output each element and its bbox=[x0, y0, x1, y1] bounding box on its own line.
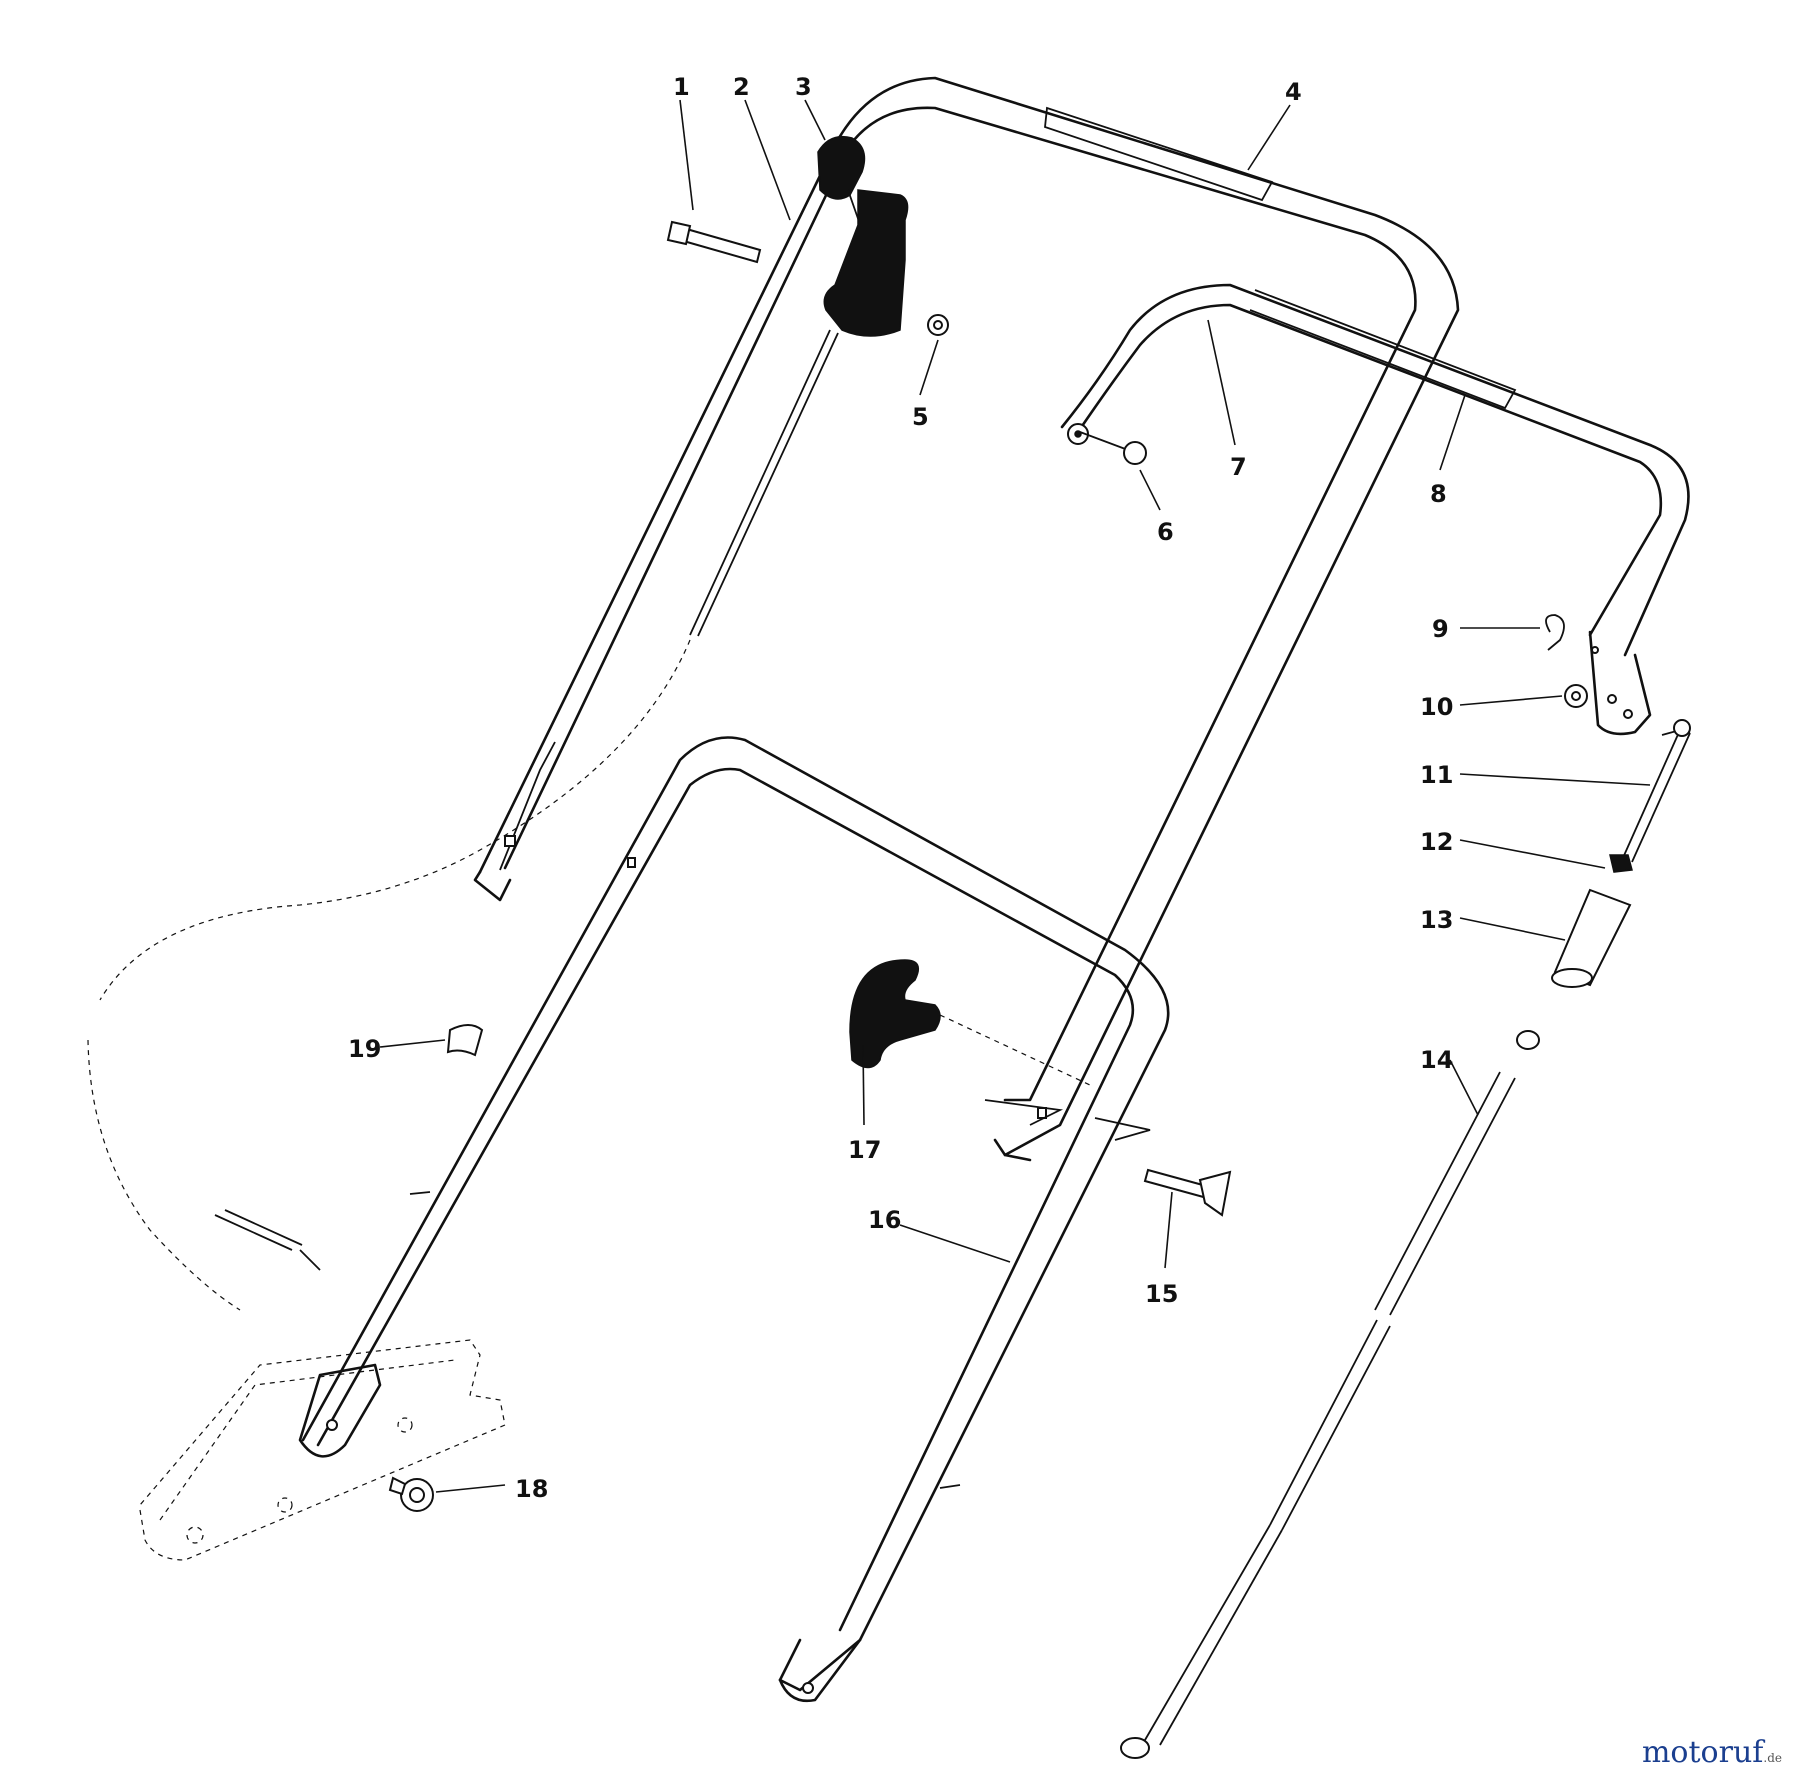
callout-17: 17 bbox=[848, 1136, 881, 1164]
deck-bracket bbox=[139, 1339, 506, 1561]
callout-9: 9 bbox=[1432, 615, 1449, 643]
callout-4: 4 bbox=[1285, 78, 1302, 106]
bail bbox=[1060, 283, 1690, 736]
callouts: 1 2 3 4 5 6 7 8 9 10 11 12 13 14 15 16 1… bbox=[348, 73, 1453, 1503]
control-lever bbox=[87, 135, 909, 1311]
callout-12: 12 bbox=[1420, 828, 1453, 856]
upper-handle bbox=[473, 76, 1460, 1162]
leader-lines bbox=[379, 99, 1651, 1493]
callout-18: 18 bbox=[515, 1475, 548, 1503]
callout-19: 19 bbox=[348, 1035, 381, 1063]
callout-8: 8 bbox=[1430, 480, 1447, 508]
callout-2: 2 bbox=[733, 73, 750, 101]
callout-6: 6 bbox=[1157, 518, 1174, 546]
callout-11: 11 bbox=[1420, 761, 1453, 789]
callout-10: 10 bbox=[1420, 693, 1453, 721]
lower-handle bbox=[298, 736, 1170, 1703]
callout-15: 15 bbox=[1145, 1280, 1178, 1308]
watermark-text: motoruf bbox=[1641, 1735, 1764, 1770]
callout-1: 1 bbox=[673, 73, 690, 101]
callout-3: 3 bbox=[795, 73, 812, 101]
hardware bbox=[388, 220, 1691, 1759]
callout-14: 14 bbox=[1420, 1046, 1453, 1074]
callout-13: 13 bbox=[1420, 906, 1453, 934]
callout-16: 16 bbox=[868, 1206, 901, 1234]
callout-5: 5 bbox=[912, 403, 929, 431]
watermark-suffix: .de bbox=[1763, 1751, 1782, 1765]
watermark: motoruf.de bbox=[1642, 1735, 1782, 1770]
callout-7: 7 bbox=[1230, 453, 1247, 481]
